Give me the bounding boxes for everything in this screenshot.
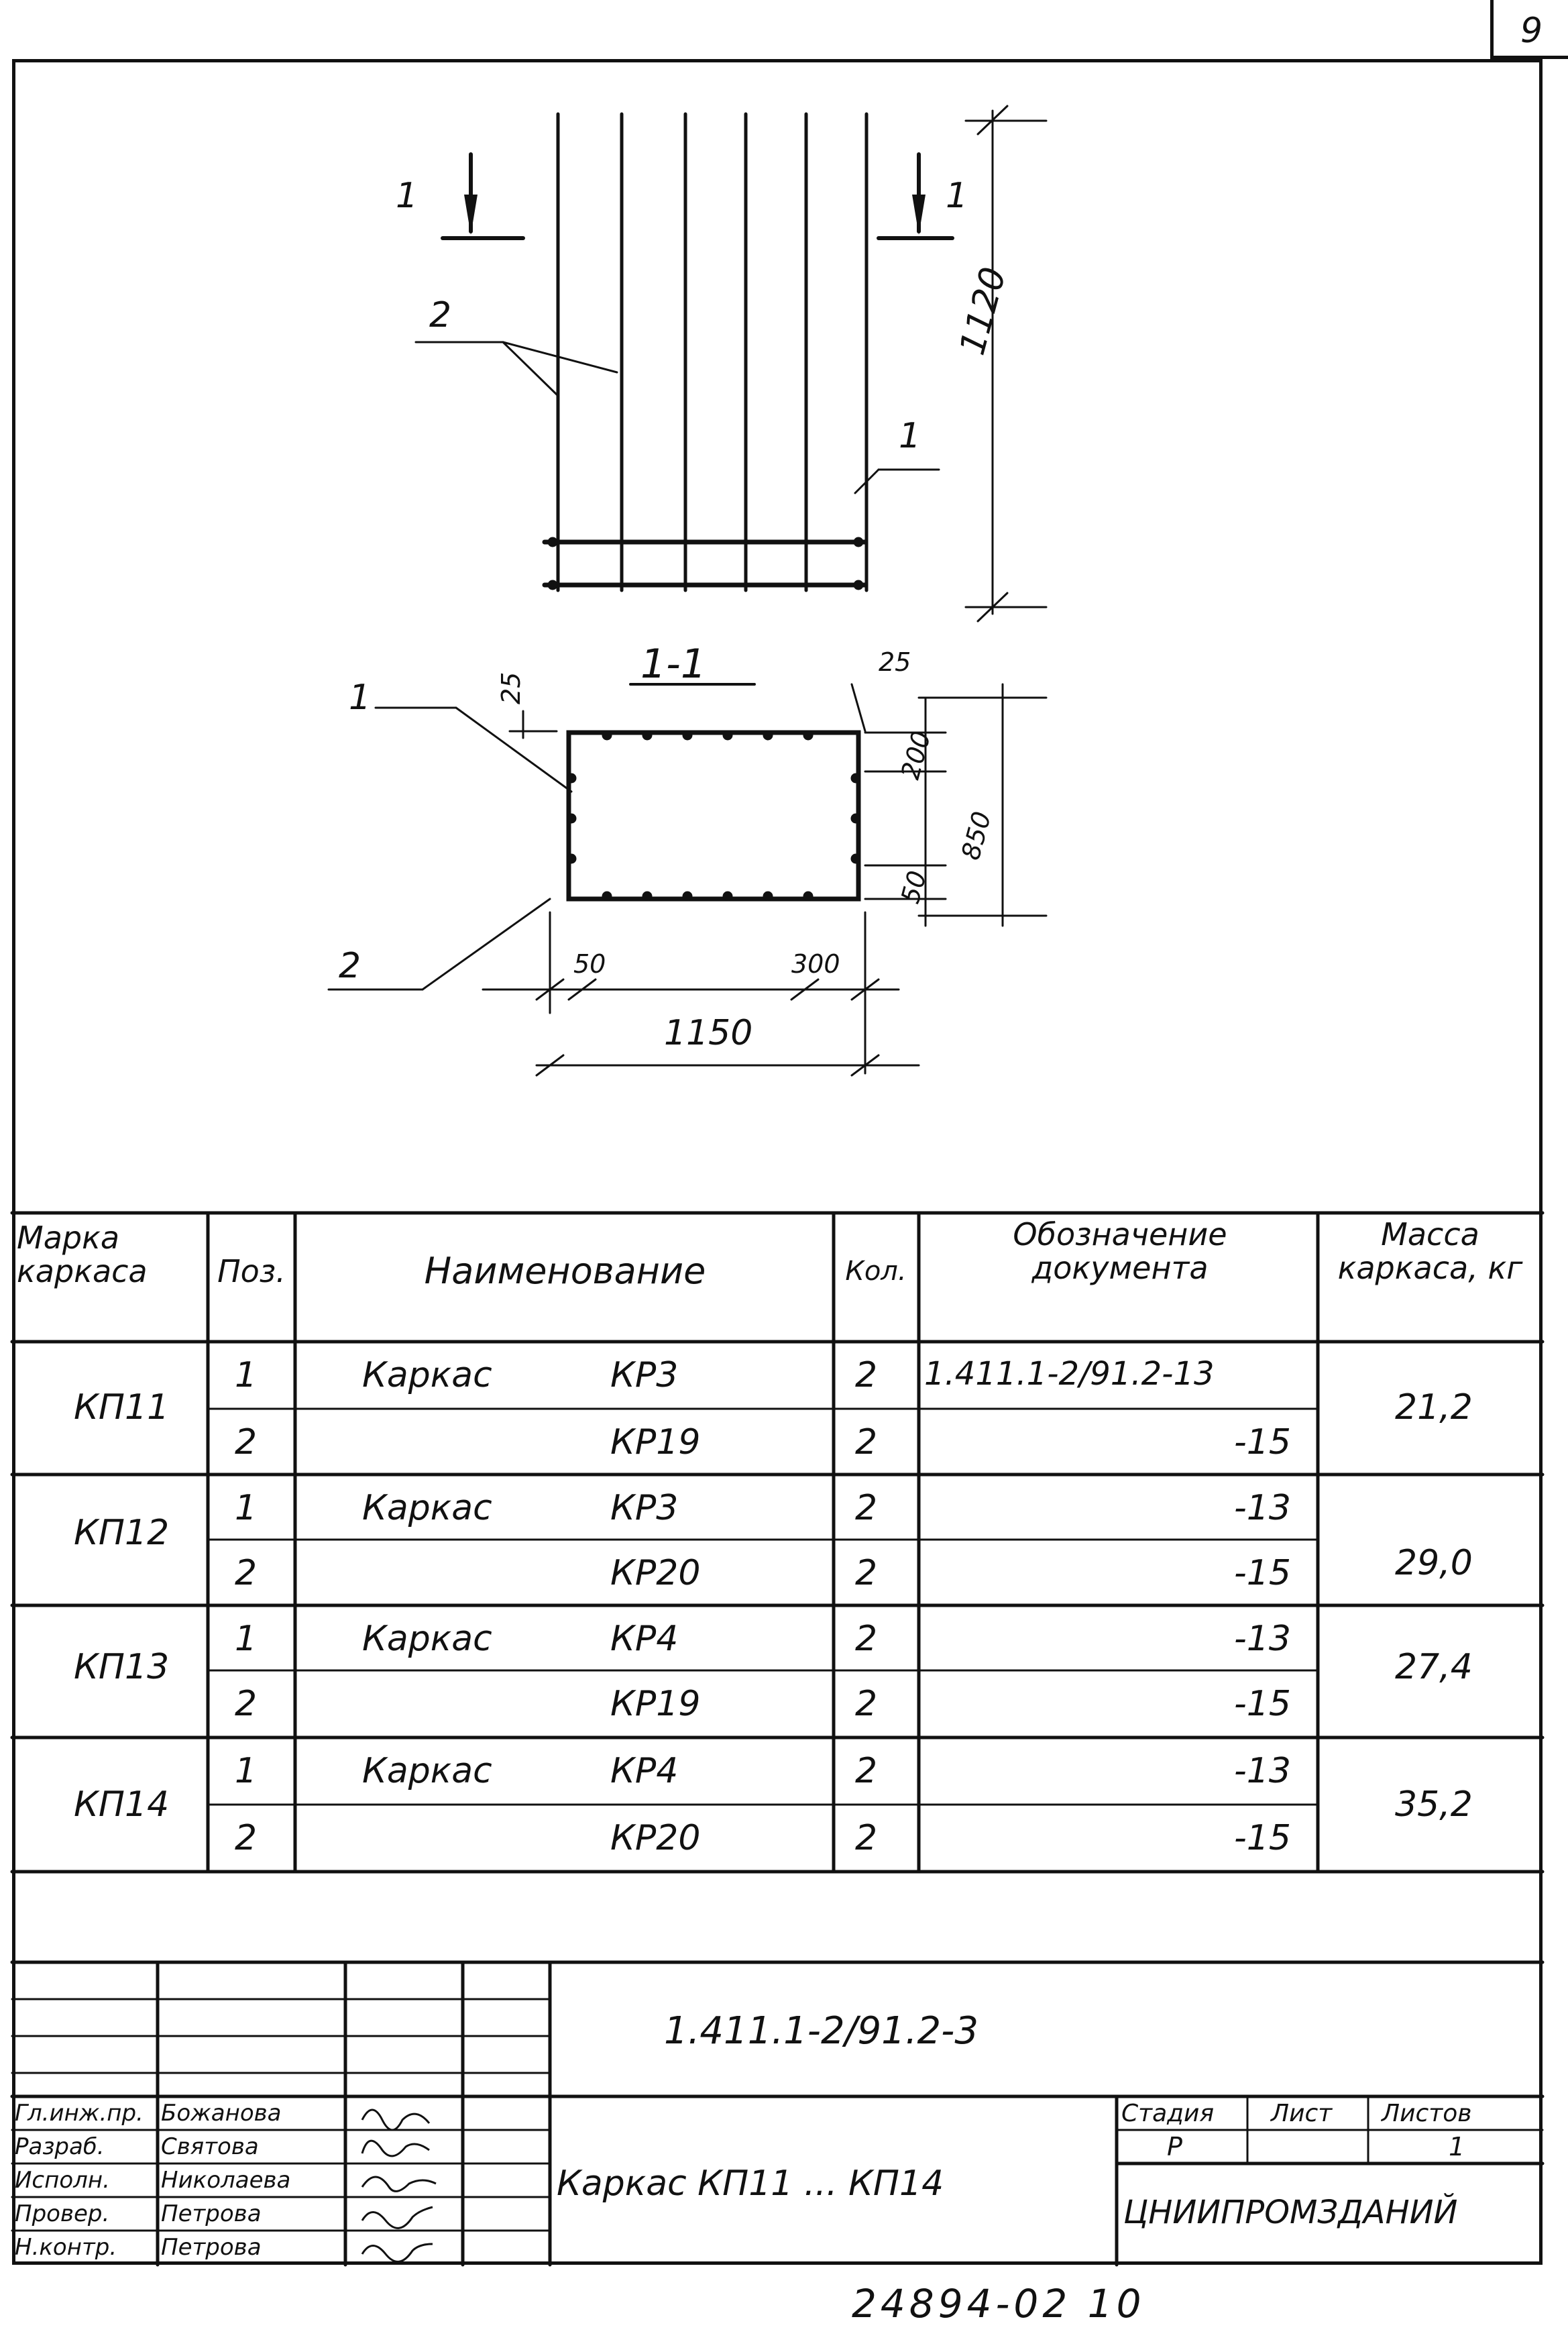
section-mark-left: 1	[396, 176, 418, 216]
dim-50-horizontal: 50	[573, 949, 606, 979]
header-doc: Обозначение документа	[1013, 1216, 1227, 1286]
signature-role: Провер.	[15, 2200, 110, 2227]
row-item: КР19	[610, 1684, 701, 1724]
header-pos: Поз.	[217, 1253, 286, 1289]
row-name: Каркас	[362, 1488, 492, 1528]
group-mark: КП12	[74, 1513, 170, 1553]
row-qty: 2	[855, 1355, 878, 1395]
row-pos: 1	[235, 1355, 258, 1395]
row-item: КР3	[610, 1355, 679, 1395]
spec-table-grid	[10, 1211, 1545, 1874]
signature-mark	[361, 2243, 433, 2263]
row-pos: 1	[235, 1488, 258, 1528]
row-qty: 2	[855, 1619, 878, 1659]
dim-25-right: 25	[879, 647, 911, 677]
row-qty: 2	[855, 1422, 878, 1462]
row-item: КР20	[610, 1553, 701, 1593]
group-mark: КП13	[74, 1647, 170, 1687]
group-mass: 35,2	[1395, 1784, 1473, 1825]
row-pos: 2	[235, 1818, 258, 1858]
drawing-frame	[12, 59, 1543, 2265]
header-mark: Марка каркаса	[17, 1220, 148, 1289]
dim-1150: 1150	[664, 1013, 753, 1053]
header-qty: Кол.	[845, 1256, 907, 1287]
row-pos: 2	[235, 1553, 258, 1593]
group-mass: 27,4	[1395, 1647, 1473, 1687]
signature-role: Н.контр.	[15, 2234, 117, 2261]
stage-value: Р	[1167, 2132, 1182, 2161]
row-doc: -13	[1234, 1751, 1291, 1791]
row-item: КР19	[610, 1422, 701, 1462]
signature-role: Исполн.	[15, 2167, 110, 2194]
row-qty: 2	[855, 1684, 878, 1724]
section-pos1-label: 1	[349, 678, 372, 718]
row-name: Каркас	[362, 1355, 492, 1395]
group-mass: 21,2	[1395, 1387, 1473, 1428]
signature-mark	[361, 2176, 437, 2192]
group-mark: КП14	[74, 1784, 170, 1825]
organization: ЦНИИПРОМЗДАНИЙ	[1123, 2194, 1458, 2231]
row-doc: 1.411.1-2/91.2-13	[924, 1355, 1215, 1393]
row-item: КР3	[610, 1488, 679, 1528]
signature-name: Божанова	[161, 2100, 282, 2127]
sheet-label: Лист	[1271, 2100, 1333, 2127]
signature-name: Петрова	[161, 2234, 262, 2261]
signature-name: Петрова	[161, 2200, 262, 2227]
signature-role: Гл.инж.пр.	[15, 2100, 144, 2127]
stage-label: Стадия	[1121, 2100, 1215, 2127]
row-pos: 2	[235, 1422, 258, 1462]
signature-mark	[361, 2206, 433, 2229]
sheet-number-box: 9	[1490, 0, 1568, 59]
row-pos: 1	[235, 1619, 258, 1659]
row-doc: -15	[1234, 1684, 1291, 1724]
row-item: КР20	[610, 1818, 701, 1858]
footer-code: 24894-02 10	[852, 2281, 1145, 2327]
signature-name: Николаева	[161, 2167, 291, 2194]
section-mark-right: 1	[946, 176, 968, 216]
group-mass: 29,0	[1395, 1543, 1473, 1583]
row-doc: -15	[1234, 1422, 1291, 1462]
row-pos: 1	[235, 1751, 258, 1791]
signature-name: Святова	[161, 2133, 259, 2160]
sheets-label: Листов	[1382, 2100, 1472, 2127]
row-doc: -15	[1234, 1818, 1291, 1858]
row-name: Каркас	[362, 1619, 492, 1659]
doc-code: 1.411.1-2/91.2-3	[664, 2009, 978, 2053]
section-pos2-label: 2	[339, 946, 361, 986]
signature-role: Разраб.	[15, 2133, 105, 2160]
sheet-number: 9	[1520, 11, 1543, 51]
header-mass: Масса каркаса, кг	[1337, 1216, 1523, 1286]
sheets-value: 1	[1449, 2132, 1465, 2161]
title-block-grid	[10, 1960, 1545, 2267]
row-qty: 2	[855, 1553, 878, 1593]
plan-pos1-label: 1	[899, 416, 921, 456]
dim-300: 300	[791, 949, 840, 979]
row-pos: 2	[235, 1684, 258, 1724]
header-name: Наименование	[424, 1250, 706, 1292]
row-item: КР4	[610, 1619, 679, 1659]
row-name: Каркас	[362, 1751, 492, 1791]
section-view	[327, 683, 1048, 1077]
row-doc: -15	[1234, 1553, 1291, 1593]
signature-mark	[361, 2139, 430, 2157]
plan-view	[414, 105, 1048, 623]
row-doc: -13	[1234, 1619, 1291, 1659]
group-mark: КП11	[74, 1387, 170, 1428]
row-item: КР4	[610, 1751, 679, 1791]
signature-mark	[361, 2108, 431, 2131]
drawing-title: Каркас КП11 ... КП14	[557, 2163, 944, 2204]
section-title: 1-1	[640, 641, 706, 688]
row-qty: 2	[855, 1751, 878, 1791]
row-qty: 2	[855, 1818, 878, 1858]
row-qty: 2	[855, 1488, 878, 1528]
row-doc: -13	[1234, 1488, 1291, 1528]
plan-pos2-label: 2	[429, 295, 452, 335]
